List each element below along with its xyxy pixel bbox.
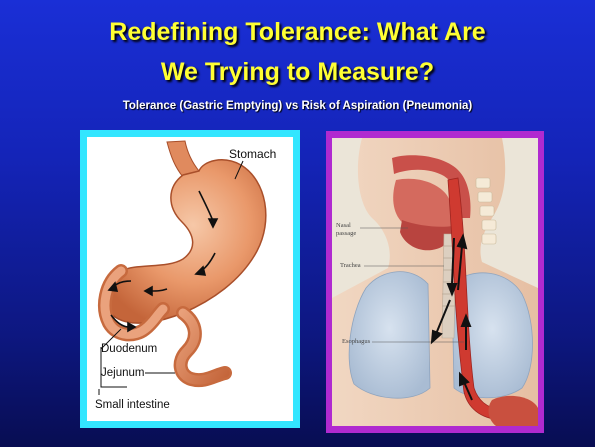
- trachea-label: Trachea: [340, 262, 361, 270]
- anatomy-drawing: [332, 138, 538, 426]
- slide-title-line-2: We Trying to Measure?: [0, 58, 595, 87]
- stomach-label: Stomach: [229, 147, 276, 161]
- jejunum-label: Jejunum: [101, 367, 144, 379]
- stomach-image-frame: Stomach Duodenum Jejunum Small intestine: [80, 130, 300, 428]
- slide-title-line-1: Redefining Tolerance: What Are: [0, 18, 595, 47]
- small-intestine-label: Small intestine: [95, 399, 170, 411]
- esophagus-label: Esophagus: [342, 338, 370, 346]
- nasal-passage-label: Nasalpassage: [336, 222, 356, 238]
- slide-subtitle: Tolerance (Gastric Emptying) vs Risk of …: [0, 100, 595, 112]
- anatomy-image-frame: Nasalpassage Trachea Esophagus: [326, 131, 544, 433]
- duodenum-label: Duodenum: [101, 343, 157, 355]
- anatomy-illustration: Nasalpassage Trachea Esophagus: [332, 138, 538, 426]
- stomach-illustration: Stomach Duodenum Jejunum Small intestine: [87, 137, 293, 421]
